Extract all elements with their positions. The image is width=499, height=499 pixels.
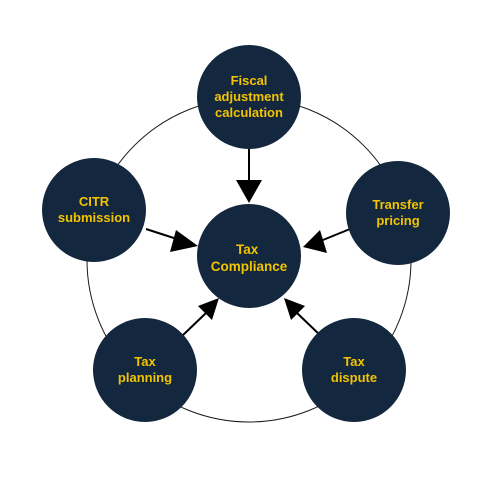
node-label-line-tax-dispute-1: Tax — [343, 354, 365, 369]
arrows-group — [145, 144, 351, 337]
node-circle-citr-submission — [42, 158, 146, 262]
node-circle-tax-planning — [93, 318, 197, 422]
node-circle-transfer-pricing — [346, 161, 450, 265]
arrow-dispute-to-center — [296, 312, 322, 337]
center-node-tax-compliance: Tax Compliance — [197, 204, 301, 308]
node-circle-tax-dispute — [302, 318, 406, 422]
arrowhead-dispute — [284, 298, 305, 320]
node-label-line-citr-submission-2: submission — [58, 210, 130, 225]
center-label-line-1: Tax — [236, 242, 259, 257]
node-circle-fiscal-adjustment-calculation — [197, 45, 301, 149]
center-node-circle — [197, 204, 301, 308]
node-label-line-transfer-pricing-1: Transfer — [372, 197, 423, 212]
arrow-planning-to-center — [181, 312, 207, 337]
arrowhead-transfer — [303, 230, 327, 253]
arrowhead-planning — [198, 298, 219, 320]
arrowhead-fiscal — [236, 180, 262, 203]
node-label-line-fiscal-adjustment-calculation-1: Fiscal — [231, 73, 268, 88]
node-label-line-tax-planning-1: Tax — [134, 354, 156, 369]
arrowhead-citr — [170, 230, 198, 252]
node-label-line-fiscal-adjustment-calculation-2: adjustment — [214, 89, 284, 104]
center-label-line-2: Compliance — [211, 259, 288, 274]
center-node-label: Tax Compliance — [211, 242, 288, 274]
node-label-line-transfer-pricing-2: pricing — [376, 213, 419, 228]
arrow-transfer-to-center — [317, 228, 351, 243]
node-label-line-tax-planning-2: planning — [118, 370, 172, 385]
node-label-line-fiscal-adjustment-calculation-3: calculation — [215, 105, 283, 120]
node-label-line-citr-submission-1: CITR — [79, 194, 110, 209]
node-label-line-tax-dispute-2: dispute — [331, 370, 377, 385]
